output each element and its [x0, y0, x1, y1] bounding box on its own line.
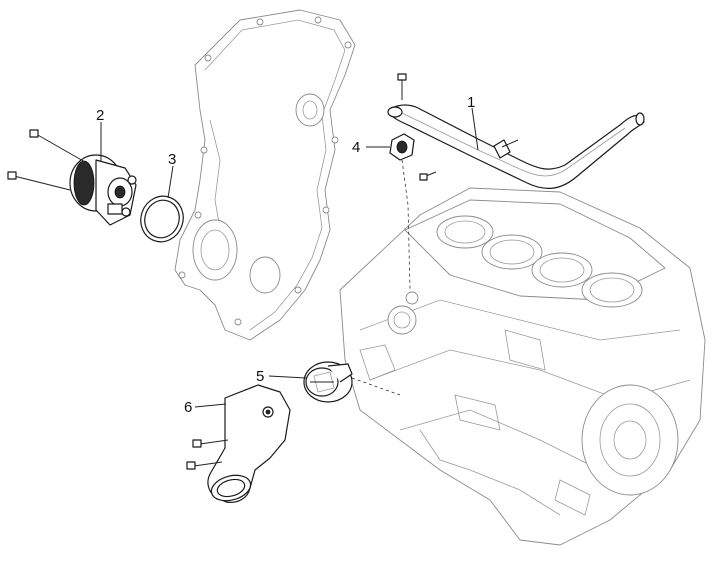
callout-4-label: 4 — [352, 139, 360, 156]
timing-cover — [174, 9, 356, 341]
thermostat-housing — [207, 384, 291, 503]
callout-6-label: 6 — [184, 399, 192, 416]
water-pump — [69, 154, 137, 226]
coolant-pipe — [387, 104, 645, 189]
pump-bolts — [7, 129, 86, 191]
callout-1-label: 1 — [467, 94, 475, 111]
housing-bolts — [186, 439, 229, 470]
callout-leaders — [100, 107, 479, 408]
callout-2-label: 2 — [96, 107, 104, 124]
engine-block — [339, 187, 706, 546]
thermostat — [303, 361, 353, 403]
thermostat-guide-line — [351, 377, 401, 396]
pipe-connector — [389, 133, 415, 161]
connector-guide-line — [401, 159, 411, 291]
callout-3-label: 3 — [168, 151, 176, 168]
o-ring — [140, 195, 184, 243]
pipe-small-bolt — [419, 171, 437, 181]
pipe-bolt — [397, 73, 407, 100]
callout-5-label: 5 — [256, 368, 264, 385]
